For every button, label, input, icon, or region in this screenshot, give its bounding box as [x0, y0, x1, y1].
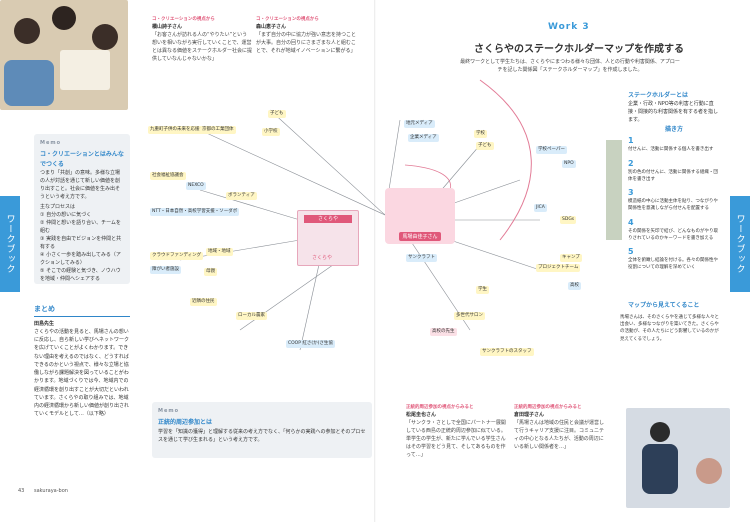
map-node: 学校	[474, 130, 487, 138]
map-node: SDGs	[560, 216, 577, 224]
map-node: 子ども	[476, 142, 494, 150]
map-node: サンクラフト	[406, 254, 437, 262]
map-node: ボランティア	[226, 192, 257, 200]
work-label: Work 3	[548, 22, 590, 32]
tab-workbook-left[interactable]: ワークブック	[0, 196, 20, 292]
map-node: 地元メディア	[404, 120, 435, 128]
see-text: 馬場さんは、そのさくらやを通じて多様な人々と出会い、多様なつながりを築いてきた。…	[620, 315, 719, 342]
map-node: 九重町子供の未来を応援する会	[148, 126, 215, 134]
memo-co-creation: Memo コ・クリエーションとはみんなでつくる つまり「共創」の意味。多様な立場…	[34, 134, 130, 284]
map-node: NEXCO	[186, 182, 206, 190]
bottom-quote-2: 正統的周辺参加の視点からみると 倉田理子さん 「馬場さんは地域の住民と会議が運営…	[514, 405, 605, 451]
map-node: 京都の工業団体	[200, 126, 236, 134]
map-node: キャンプ	[560, 254, 582, 262]
map-node: 社会福祉協議会	[150, 172, 186, 180]
map-node: 企業メディア	[408, 134, 439, 142]
map-node: ローカル農家	[236, 312, 267, 320]
map-node: 子ども	[268, 110, 286, 118]
stakeholder-heading: ステークホルダーとは	[628, 92, 689, 99]
map-node: NTT・日本自然・高校学習支援・ソーダボ	[150, 208, 240, 216]
students-photo	[0, 0, 128, 110]
sakuraya-building: さくらや さくらや	[297, 210, 359, 266]
memo-lpp: Memo 正統的周辺参加とは 学習を「知識の獲得」と理解する従来の考え方でなく、…	[152, 402, 372, 458]
summary: まとめ 田島先生 さくらやの活動を見ると、馬場さんの想いに反応し、自ら新しい学び…	[34, 305, 130, 418]
map-node: 高校	[568, 282, 581, 290]
map-node: クラウドファンディング	[150, 252, 204, 260]
map-node: 障がい者施設	[150, 266, 181, 274]
map-node: 小学校	[262, 128, 280, 136]
page-number: 43	[18, 488, 25, 494]
map-node: 高校の先生	[430, 328, 457, 336]
map-node: COOP 紅さ(か)さ生協	[286, 340, 335, 348]
map-node: 多世代サロン	[454, 312, 485, 320]
stakeholder-text: 企業・行政・NPO等の利害と行動に直接・間接的な利害関係を有する者を指します。	[628, 101, 719, 123]
map-node: 学生	[476, 286, 489, 294]
map-node: プロジェクトチーム	[536, 264, 581, 272]
see-heading: マップから見えてくること	[628, 302, 700, 309]
quote-2: コ・クリエーションの視点から 森山恵子さん 「まず自分の中に協力が強い意志を持つ…	[256, 17, 357, 55]
map-node: 地域・地域	[206, 248, 233, 256]
map-node: NPO	[562, 160, 576, 168]
map-node: サンクラフトのスタッフ	[480, 348, 534, 356]
work-desc: 最終ワークとして学生たちは、さくらやにまつわる様々な団体、人との行動や利害関係、…	[460, 59, 680, 73]
workshop-photo-strip	[606, 140, 622, 240]
map-node: 母親	[204, 268, 217, 276]
map-node: JICA	[534, 204, 547, 212]
site-name: sakuraya-bon	[34, 488, 68, 494]
work-title: さくらやのステークホルダーマップを作成する	[474, 44, 684, 55]
tab-workbook-right[interactable]: ワークブック	[730, 196, 750, 292]
quote-1: コ・クリエーションの視点から 橋山詩子さん 「お客さんが訪れる人の“やりたい”と…	[152, 17, 253, 63]
spine	[374, 0, 376, 522]
center-person: 馬場由佳子さん	[385, 188, 455, 244]
presentation-photo	[626, 408, 730, 508]
bottom-quote-1: 正統的周辺参加の視点からみると 松尾圭也さん 「サンクラ・さとしで全国にパートナ…	[406, 405, 506, 459]
map-node: 学校ペーパー	[536, 146, 567, 154]
map-node: 近隣の住民	[190, 298, 217, 306]
